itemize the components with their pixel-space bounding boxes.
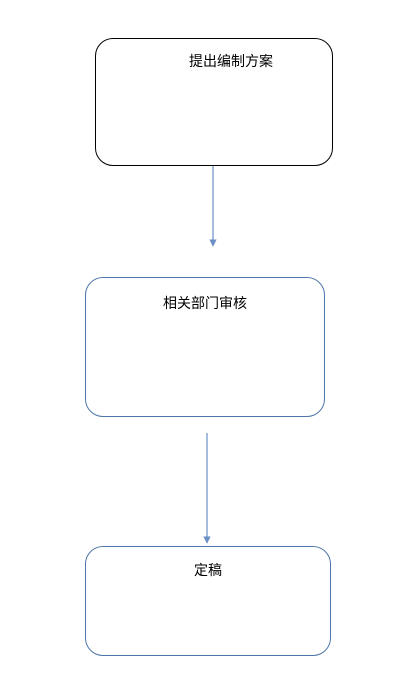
flow-step-label: 提出编制方案 <box>189 54 273 70</box>
flow-step-department-review: 相关部门审核 <box>85 277 325 417</box>
flow-step-finalize: 定稿 <box>85 546 331 656</box>
flow-step-label: 相关部门审核 <box>163 296 247 312</box>
flow-step-propose-plan: 提出编制方案 <box>95 38 333 166</box>
flow-step-label: 定稿 <box>194 563 222 579</box>
